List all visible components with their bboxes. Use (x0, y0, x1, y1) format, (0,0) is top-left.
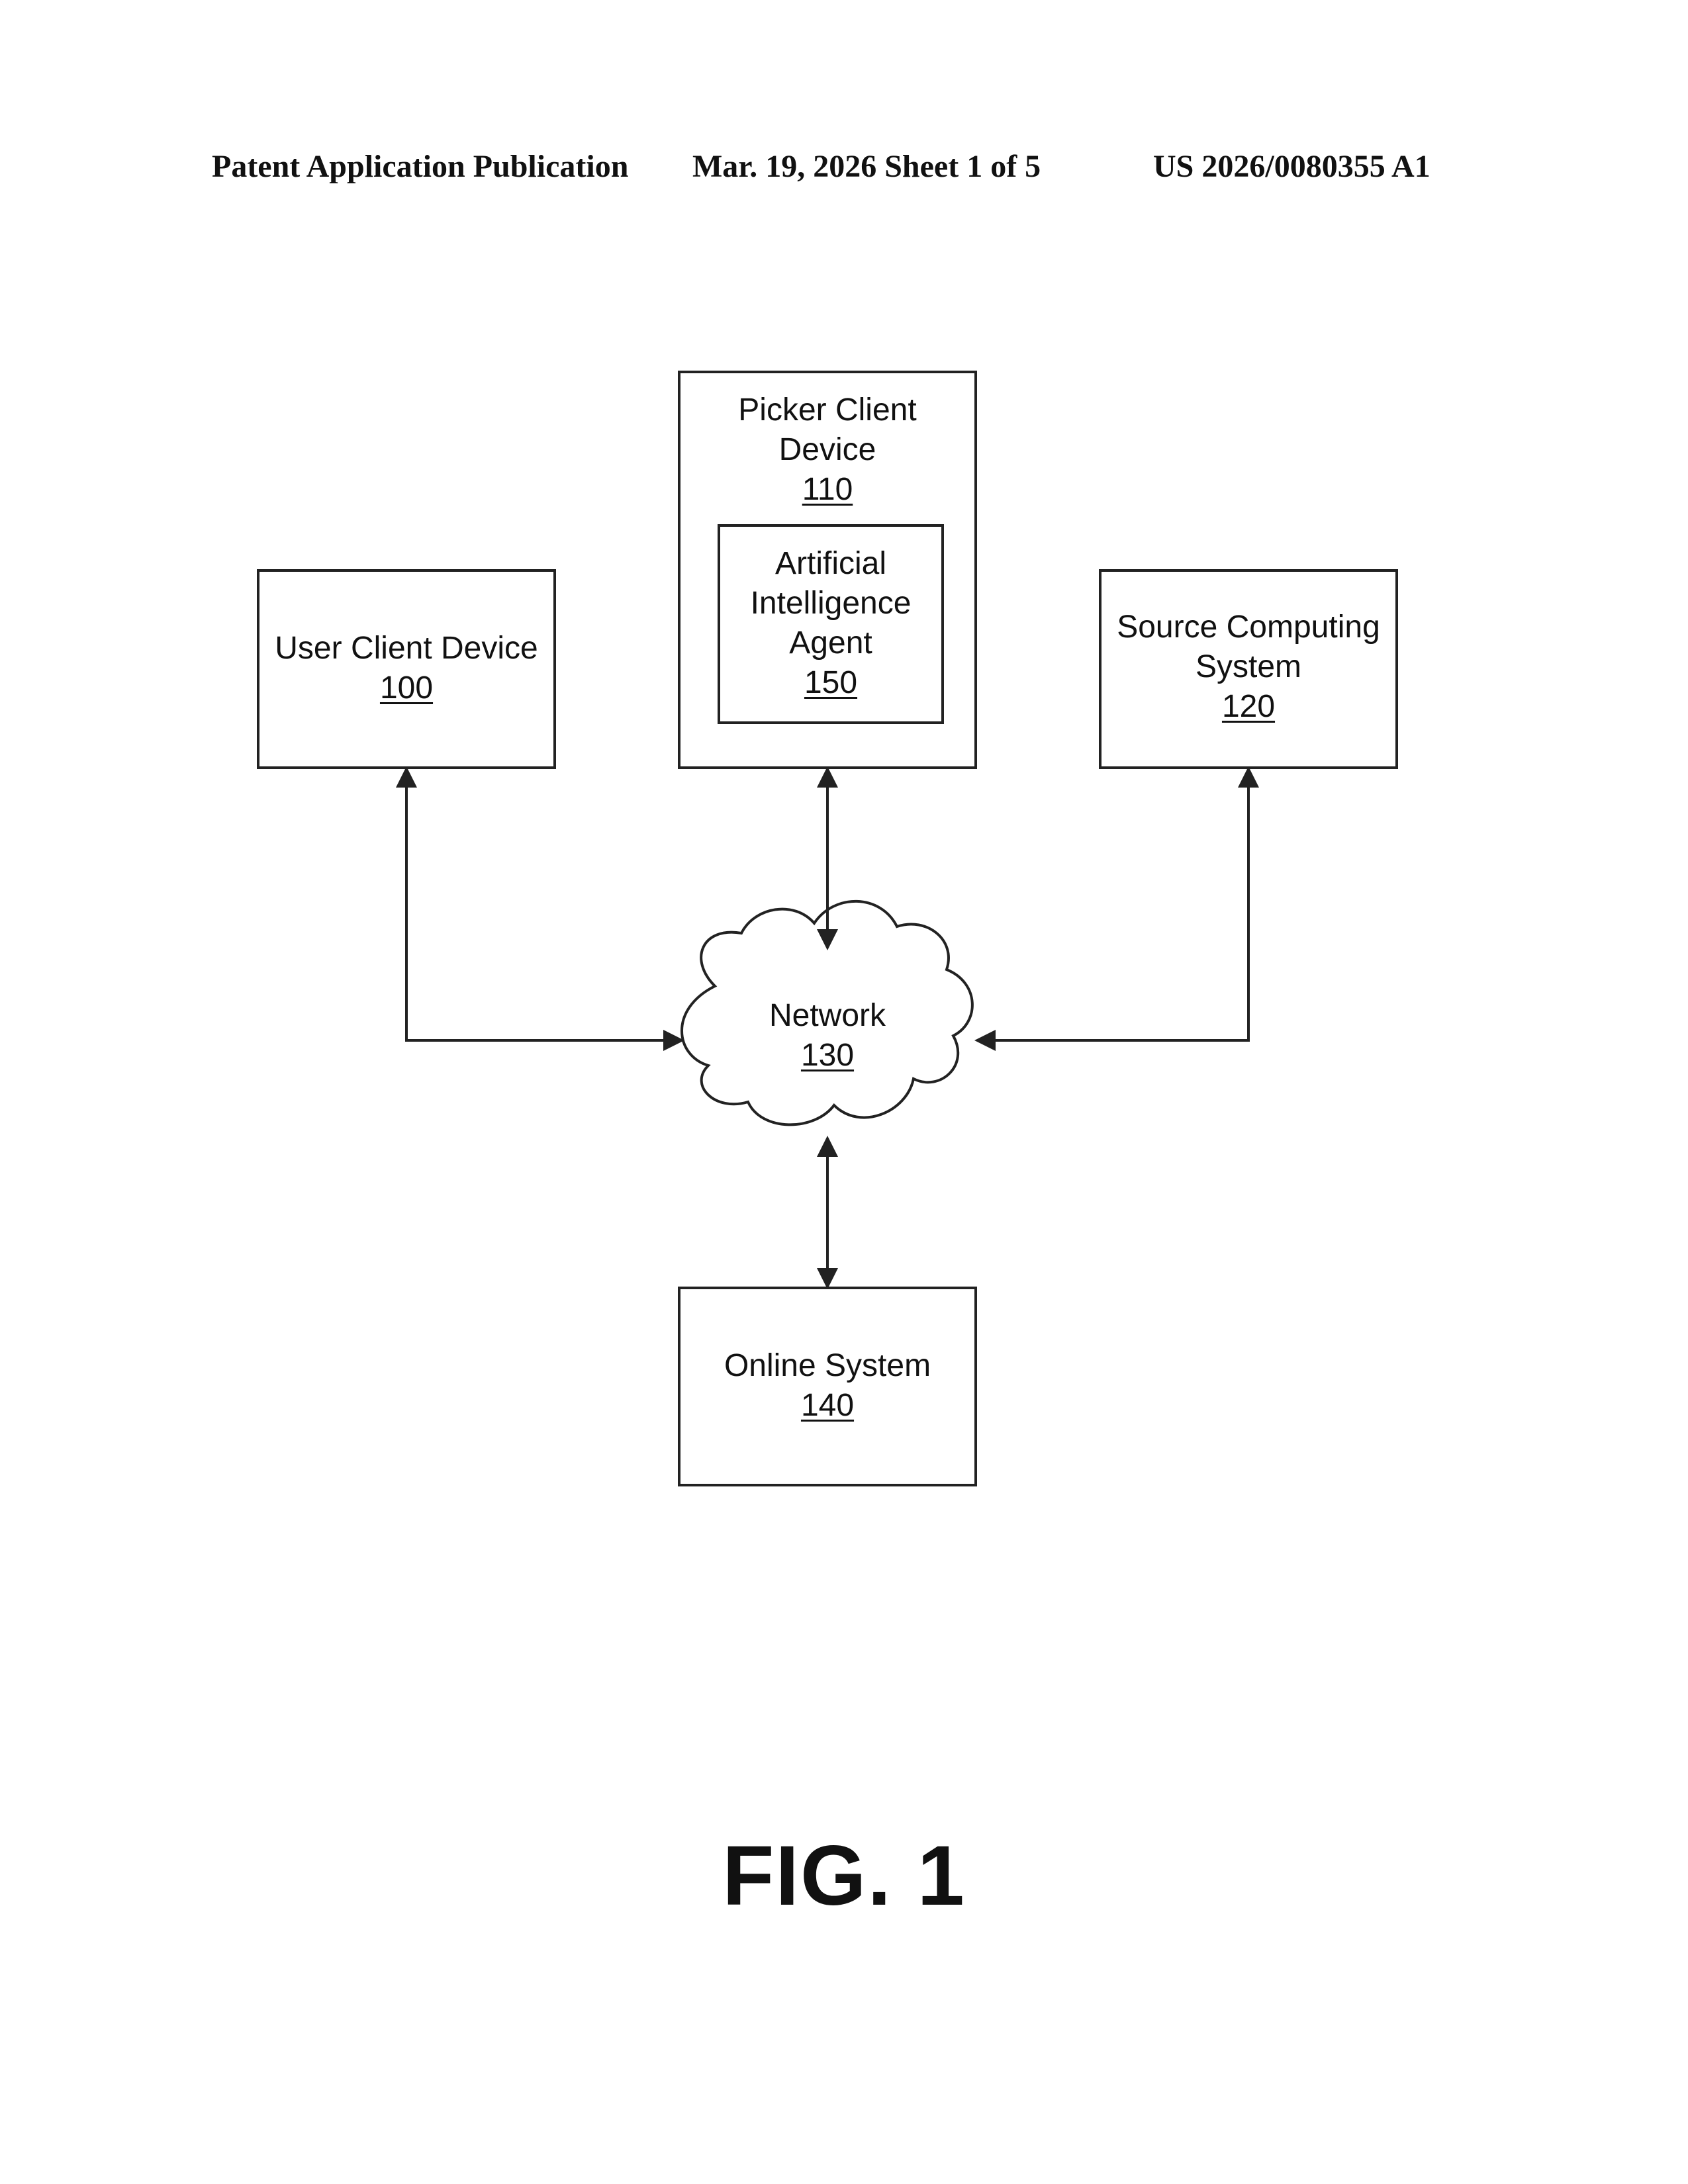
ai-agent-label: Artificial Intelligence Agent 150 (718, 544, 944, 703)
picker-client-device-label: Picker Client Device 110 (678, 390, 977, 510)
user-client-device-name: User Client Device (257, 629, 556, 668)
picker-client-device-name-line1: Picker Client (678, 390, 977, 430)
ai-agent-name-line1: Artificial (718, 544, 944, 584)
ai-agent-ref-number: 150 (718, 663, 944, 703)
source-computing-system-name-line1: Source Computing (1099, 608, 1398, 647)
user-client-device-label: User Client Device 100 (257, 629, 556, 708)
connector-user-network (406, 769, 682, 1040)
online-system-label: Online System 140 (678, 1346, 977, 1426)
source-computing-system-ref-number: 120 (1099, 687, 1398, 727)
online-system-ref-number: 140 (678, 1386, 977, 1426)
ai-agent-name-line2: Intelligence (718, 584, 944, 623)
network-name: Network (728, 996, 927, 1036)
picker-client-device-ref-number: 110 (678, 470, 977, 510)
connector-source-network (977, 769, 1248, 1040)
network-ref-number: 130 (728, 1036, 927, 1075)
user-client-device-ref-number: 100 (257, 668, 556, 708)
figure-label: FIG. 1 (0, 1827, 1688, 1926)
source-computing-system-label: Source Computing System 120 (1099, 608, 1398, 727)
ai-agent-name-line3: Agent (718, 623, 944, 663)
network-label: Network 130 (728, 996, 927, 1075)
source-computing-system-name-line2: System (1099, 647, 1398, 687)
picker-client-device-name-line2: Device (678, 430, 977, 470)
online-system-name: Online System (678, 1346, 977, 1386)
